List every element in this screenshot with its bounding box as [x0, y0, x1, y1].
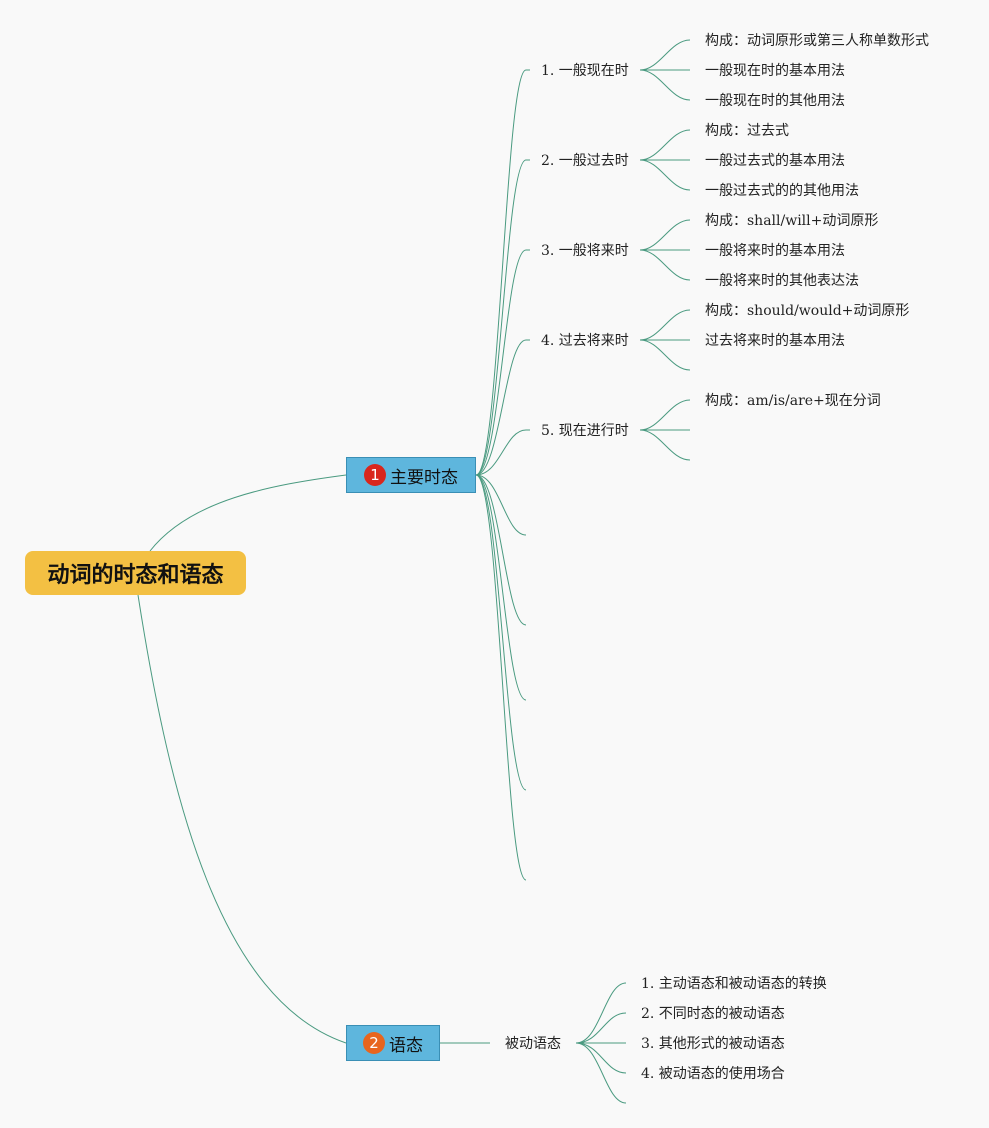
- subtopic-future-form[interactable]: 构成：shall/will+动词原形: [705, 213, 879, 229]
- branch-voice[interactable]: 2 语态: [346, 1025, 440, 1061]
- connector-line: [575, 1012, 627, 1044]
- branch-main-tenses-label: 主要时态: [390, 467, 458, 488]
- subtopic-passive-other-forms[interactable]: 3. 其他形式的被动语态: [641, 1036, 785, 1052]
- connector-line: [475, 474, 527, 881]
- connector-line: [475, 249, 527, 476]
- connector-line: [639, 69, 691, 101]
- subtopic-future-other-expressions[interactable]: 一般将来时的其他表达法: [705, 273, 859, 289]
- subtopic-past-other-usage[interactable]: 一般过去式的的其他用法: [705, 183, 859, 199]
- connector-line: [149, 474, 347, 552]
- connector-line: [475, 474, 527, 791]
- number-badge-2: 2: [363, 1032, 385, 1054]
- connector-line: [137, 594, 347, 1044]
- connector-line: [575, 1042, 627, 1074]
- branch-main-tenses[interactable]: 1 主要时态: [346, 457, 476, 493]
- subtopic-active-passive-conversion[interactable]: 1. 主动语态和被动语态的转换: [641, 976, 827, 992]
- subtopic-present-form[interactable]: 构成：动词原形或第三人称单数形式: [705, 33, 929, 49]
- connector-line: [639, 429, 691, 461]
- root-topic-label: 动词的时态和语态: [47, 563, 224, 588]
- subtopic-past-future-form[interactable]: 构成：should/would+动词原形: [705, 303, 910, 319]
- topic-past-future[interactable]: 4. 过去将来时: [541, 333, 629, 349]
- connector-line: [475, 429, 527, 476]
- subtopic-passive-usage[interactable]: 4. 被动语态的使用场合: [641, 1066, 785, 1082]
- topic-simple-future[interactable]: 3. 一般将来时: [541, 243, 629, 259]
- subtopic-passive-in-tenses[interactable]: 2. 不同时态的被动语态: [641, 1006, 785, 1022]
- topic-simple-past[interactable]: 2. 一般过去时: [541, 153, 629, 169]
- number-badge-1: 1: [364, 464, 386, 486]
- connector-line: [475, 159, 527, 476]
- subtopic-future-basic-usage[interactable]: 一般将来时的基本用法: [705, 243, 845, 259]
- connector-line: [639, 249, 691, 281]
- connector-line: [639, 219, 691, 251]
- subtopic-past-basic-usage[interactable]: 一般过去式的基本用法: [705, 153, 845, 169]
- connector-line: [639, 129, 691, 161]
- connector-line: [575, 1042, 627, 1104]
- subtopic-present-basic-usage[interactable]: 一般现在时的基本用法: [705, 63, 845, 79]
- connector-line: [475, 474, 527, 701]
- branch-voice-label: 语态: [389, 1035, 423, 1056]
- topic-present-continuous[interactable]: 5. 现在进行时: [541, 423, 629, 439]
- connector-line: [639, 39, 691, 71]
- subtopic-present-other-usage[interactable]: 一般现在时的其他用法: [705, 93, 845, 109]
- connector-line: [475, 474, 527, 626]
- subtopic-past-form[interactable]: 构成：过去式: [705, 123, 789, 139]
- connector-line: [475, 69, 527, 476]
- topic-simple-present[interactable]: 1. 一般现在时: [541, 63, 629, 79]
- connector-line: [639, 309, 691, 341]
- topic-passive-voice[interactable]: 被动语态: [505, 1036, 561, 1052]
- connector-line: [475, 474, 527, 536]
- connector-line: [639, 339, 691, 371]
- connector-line: [475, 339, 527, 476]
- connector-line: [575, 982, 627, 1044]
- connector-line: [639, 399, 691, 431]
- root-topic[interactable]: 动词的时态和语态: [25, 551, 246, 595]
- connector-line: [639, 159, 691, 191]
- subtopic-past-future-basic-usage[interactable]: 过去将来时的基本用法: [705, 333, 845, 349]
- subtopic-continuous-form[interactable]: 构成：am/is/are+现在分词: [705, 393, 881, 409]
